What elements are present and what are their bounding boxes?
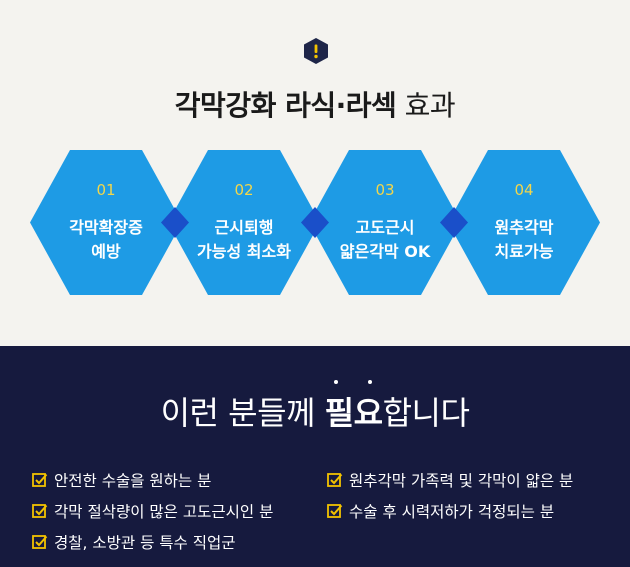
benefit-line1: 고도근시 [355, 218, 415, 237]
checklist-left: 안전한 수술을 원하는 분 각막 절삭량이 많은 고도근시인 분 경찰, 소방관… [32, 464, 273, 557]
benefit-line2: 치료가능 [494, 242, 554, 261]
checklist-text: 경찰, 소방관 등 특수 직업군 [54, 533, 236, 552]
connector-diamond-1 [161, 207, 189, 238]
checkbox-checked-icon [32, 503, 48, 519]
checkbox-checked-icon [327, 503, 343, 519]
checklist-item: 원추각막 가족력 및 각막이 얇은 분 [327, 464, 573, 495]
page-title: 각막강화 라식·라섹 효과 [0, 84, 630, 124]
hexagon-shapes [30, 150, 600, 295]
benefit-line1: 근시퇴행 [214, 218, 274, 237]
benefit-hexagons: 01 각막확장증 예방 02 근시퇴행 가능성 최소화 03 고도근시 얇은각막… [0, 150, 630, 295]
benefit-line1: 원추각막 [494, 218, 554, 237]
title-light: 효과 [404, 89, 456, 122]
benefit-line2: 예방 [91, 242, 121, 261]
benefit-item: 03 고도근시 얇은각막 OK [310, 150, 460, 295]
benefit-number: 02 [234, 181, 254, 199]
checklist-text: 각막 절삭량이 많은 고도근시인 분 [54, 502, 274, 521]
title-strong: 각막강화 라식·라섹 [174, 89, 397, 122]
hexagon-2 [168, 150, 320, 295]
top-section: 각막강화 라식·라섹 효과 01 각막확장증 예방 02 근시퇴행 가능성 최소… [0, 37, 630, 295]
checklist-item: 경찰, 소방관 등 특수 직업군 [32, 526, 273, 557]
benefit-line2: 얇은각막 OK [339, 242, 431, 261]
checklist-text: 수술 후 시력저하가 걱정되는 분 [349, 502, 555, 521]
checkbox-checked-icon [32, 472, 48, 488]
title-pre: 이런 분들께 [160, 394, 325, 432]
title-emphasis: 필요 [324, 380, 383, 434]
emphasis-dot [333, 380, 338, 384]
benefit-item: 01 각막확장증 예방 [31, 150, 181, 295]
emphasis-dot [367, 380, 372, 384]
benefit-number: 01 [96, 181, 116, 199]
benefit-number: 03 [375, 181, 395, 199]
benefit-line2: 가능성 최소화 [197, 242, 291, 261]
exclamation-hexagon-icon [302, 37, 330, 65]
checklist-item: 수술 후 시력저하가 걱정되는 분 [327, 495, 573, 526]
title-post: 합니다 [382, 394, 470, 432]
hexagon-3 [309, 150, 461, 295]
benefit-item: 02 근시퇴행 가능성 최소화 [169, 150, 319, 295]
benefit-number: 04 [514, 181, 534, 199]
hexagon-4 [448, 150, 600, 295]
benefit-line1: 각막확장증 [69, 218, 143, 237]
title-emph-1: 필 [324, 394, 354, 432]
checklist-text: 안전한 수술을 원하는 분 [54, 471, 212, 490]
benefit-item: 04 원추각막 치료가능 [449, 150, 599, 295]
hexagon-1 [30, 150, 182, 295]
checklist-text: 원추각막 가족력 및 각막이 얇은 분 [349, 471, 574, 490]
section-title: 이런 분들께 필요합니다 [0, 380, 630, 434]
connector-diamond-2 [301, 207, 329, 238]
checkbox-checked-icon [327, 472, 343, 488]
connector-diamond-3 [440, 207, 468, 238]
title-emph-2: 요 [353, 394, 383, 432]
checklist-right: 원추각막 가족력 및 각막이 얇은 분 수술 후 시력저하가 걱정되는 분 [327, 464, 573, 526]
checkbox-checked-icon [32, 534, 48, 550]
checklist-item: 안전한 수술을 원하는 분 [32, 464, 273, 495]
checklist-item: 각막 절삭량이 많은 고도근시인 분 [32, 495, 273, 526]
bottom-section: 이런 분들께 필요합니다 안전한 수술을 원하는 분 각막 절삭량이 많은 고도… [0, 346, 630, 567]
